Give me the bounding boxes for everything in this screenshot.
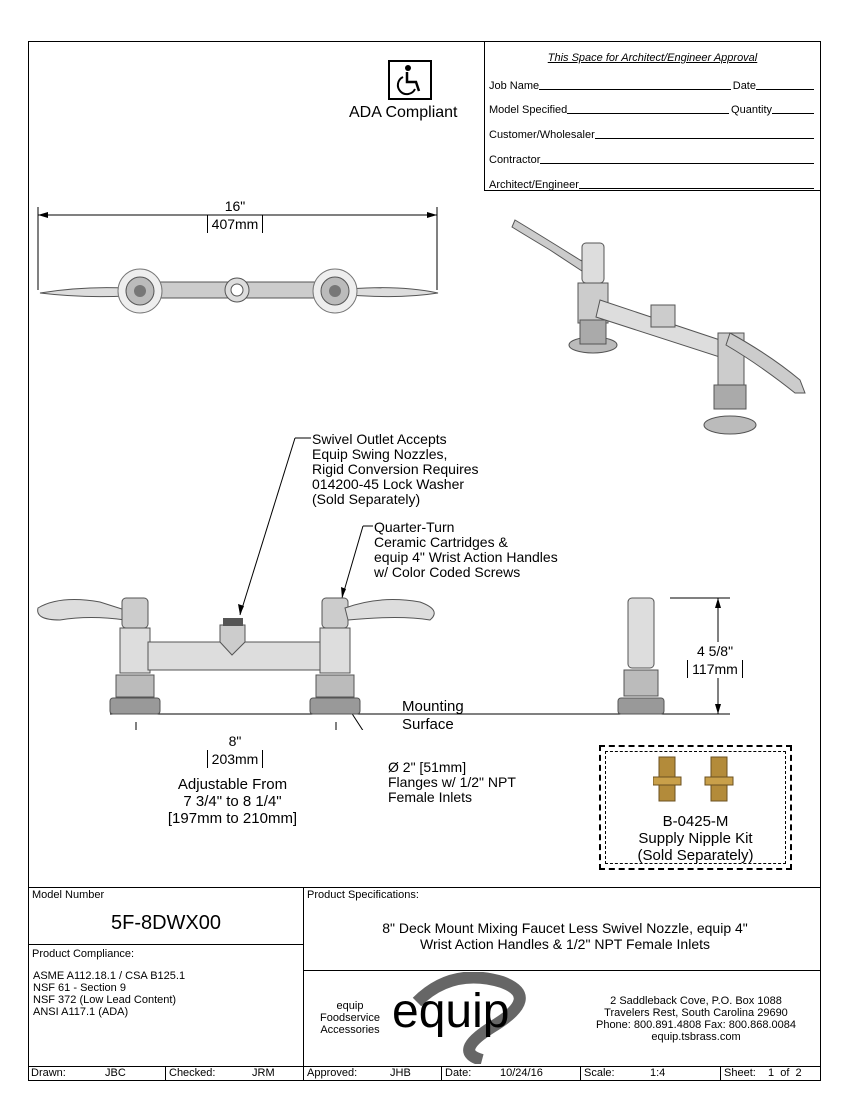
quarter-turn-callout: Quarter-Turn Ceramic Cartridges & equip … — [374, 519, 558, 580]
model-specified-label: Model Specified — [489, 104, 568, 116]
sheet-label: Sheet: — [724, 1067, 756, 1079]
approved-label: Approved: — [307, 1067, 358, 1079]
scale-value: 1:4 — [650, 1067, 666, 1079]
architect-label: Architect/Engineer — [489, 179, 579, 191]
top-dim-label: 16" 407mm — [195, 197, 275, 233]
customer-row: Customer/Wholesaler — [489, 129, 816, 141]
approval-box: This Space for Architect/Engineer Approv… — [484, 41, 821, 191]
spec-text: 8" Deck Mount Mixing Faucet Less Swivel … — [382, 920, 748, 952]
contractor-row: Contractor — [489, 154, 816, 166]
brand-small-text: equip Foodservice Accessories — [320, 1000, 380, 1036]
sheet-value: 1 of 2 — [768, 1067, 802, 1079]
center-dim-label: 8" 203mm — [190, 732, 280, 768]
approval-title: This Space for Architect/Engineer Approv… — [547, 52, 758, 64]
checked-value: JRM — [252, 1067, 275, 1079]
compliance-label: Product Compliance: — [32, 948, 135, 960]
date-label: Date — [732, 80, 756, 92]
supply-nipple-kit-box: B-0425-M Supply Nipple Kit (Sold Separat… — [599, 745, 792, 870]
mounting-surface-label: Mounting Surface — [402, 698, 464, 733]
top-dim-mm: 407mm — [206, 215, 264, 233]
ada-compliant-label: ADA Compliant — [349, 104, 458, 121]
bottom-row — [28, 1066, 821, 1081]
job-name-row: Job Name Date — [489, 80, 816, 92]
address-text: 2 Saddleback Cove, P.O. Box 1088 Travele… — [595, 995, 796, 1043]
contractor-label: Contractor — [489, 154, 541, 166]
center-dim-mm: 203mm — [206, 750, 264, 768]
brand-logo-text: equip — [392, 985, 509, 1038]
scale-label: Scale: — [584, 1067, 615, 1079]
drawn-value: JBC — [105, 1067, 126, 1079]
height-dim-label: 4 5/8" 117mm — [680, 642, 750, 678]
isometric-view-drawing — [511, 219, 806, 435]
equip-logo: equip — [392, 972, 526, 1064]
job-name-label: Job Name — [489, 80, 540, 92]
checked-label: Checked: — [169, 1067, 216, 1079]
front-view-drawing — [37, 437, 730, 730]
compliance-list: ASME A112.18.1 / CSA B125.1 NSF 61 - Sec… — [33, 970, 186, 1018]
wheelchair-icon — [388, 60, 432, 100]
kit-text: B-0425-M Supply Nipple Kit (Sold Separat… — [637, 813, 754, 864]
adjustable-label: Adjustable From 7 3/4" to 8 1/4" [197mm … — [167, 776, 298, 827]
model-row: Model Specified Quantity — [489, 104, 816, 116]
date-label-bottom: Date: — [445, 1067, 472, 1079]
quantity-label: Quantity — [731, 104, 772, 116]
date-value: 10/24/16 — [500, 1067, 543, 1079]
nipple-kit-icon — [653, 756, 734, 802]
model-number-label: Model Number — [32, 889, 105, 901]
height-dim-mm: 117mm — [687, 660, 743, 678]
drawn-label: Drawn: — [31, 1067, 66, 1079]
swivel-callout: Swivel Outlet Accepts Equip Swing Nozzle… — [312, 431, 479, 507]
architect-row: Architect/Engineer — [489, 179, 816, 191]
customer-label: Customer/Wholesaler — [489, 129, 595, 141]
approved-value: JHB — [390, 1067, 411, 1079]
model-number: 5F-8DWX00 — [110, 912, 222, 934]
spec-label: Product Specifications: — [307, 889, 419, 901]
flange-callout: Ø 2" [51mm] Flanges w/ 1/2" NPT Female I… — [388, 759, 516, 805]
top-view-drawing — [37, 207, 439, 314]
